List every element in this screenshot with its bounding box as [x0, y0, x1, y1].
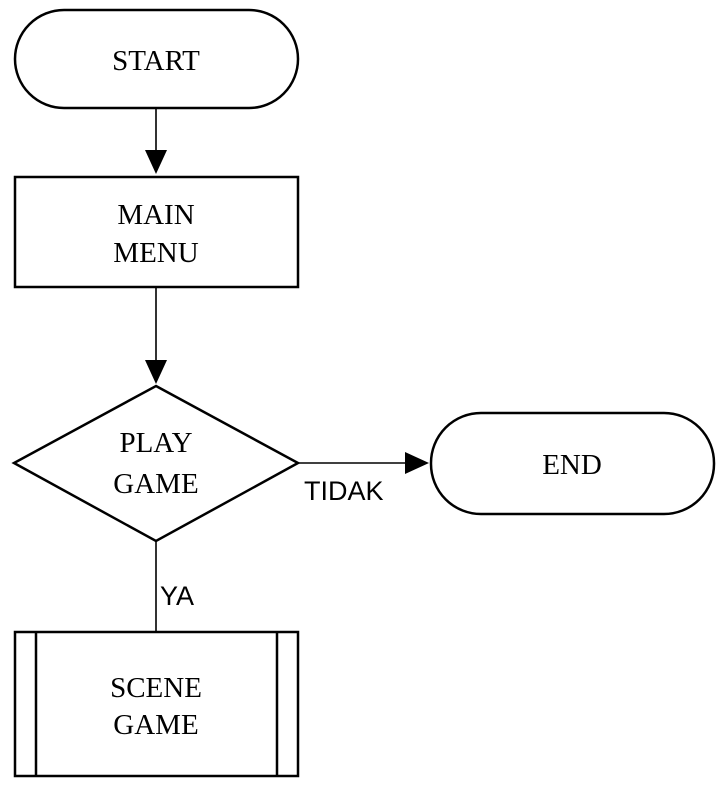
start-node: START: [13, 8, 300, 110]
decision-node: PLAY GAME: [11, 384, 301, 543]
scene-game-label-line1: SCENE: [110, 672, 202, 704]
scene-game-node: SCENE GAME: [13, 630, 300, 778]
scene-game-shape: [13, 630, 300, 778]
end-label: END: [542, 449, 602, 481]
end-node: END: [429, 411, 716, 516]
edge-yes-label: YA: [160, 581, 194, 611]
start-label: START: [112, 45, 200, 77]
edge-no-label: TIDAK: [304, 476, 384, 506]
decision-label-line1: PLAY: [119, 427, 192, 459]
arrowhead-start-menu: [145, 150, 167, 174]
decision-shape: [11, 384, 301, 543]
main-menu-label-line2: MENU: [113, 237, 198, 269]
main-menu-shape: [13, 175, 300, 289]
main-menu-node: MAIN MENU: [13, 175, 300, 289]
end-shape: [429, 411, 716, 516]
decision-label-line2: GAME: [113, 468, 198, 500]
arrowhead-menu-decision: [145, 360, 167, 384]
scene-game-label-line2: GAME: [113, 709, 198, 741]
arrowhead-decision-end: [405, 452, 429, 474]
main-menu-label-line1: MAIN: [117, 199, 194, 231]
